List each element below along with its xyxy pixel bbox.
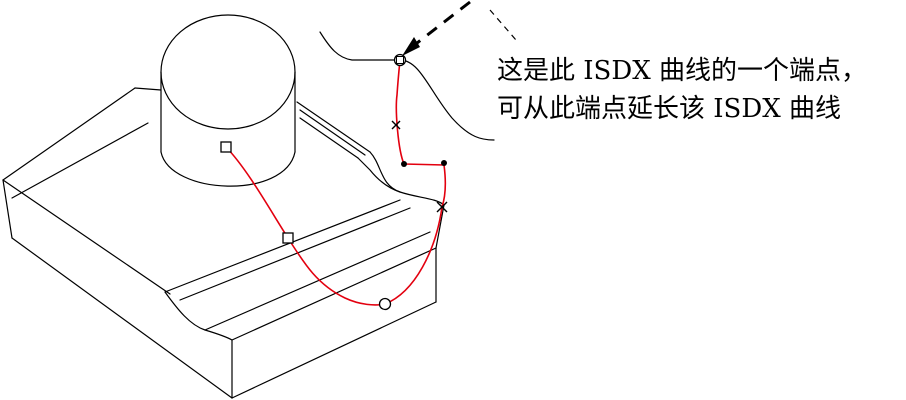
control-point-icon[interactable] <box>401 161 407 167</box>
block-front-bottom-edge <box>11 237 233 399</box>
isdx-curve <box>225 59 447 306</box>
block-left-vertical <box>2 179 13 239</box>
groove-edge-low <box>204 231 431 331</box>
notch-profile <box>369 151 445 206</box>
block-cylinder-tangent <box>134 87 162 91</box>
arrow-head-icon <box>402 37 420 56</box>
curve-endpoint-icon[interactable] <box>393 53 407 67</box>
isdx-curve-extension <box>395 59 447 208</box>
top-face-ridge <box>11 122 149 199</box>
leader-line <box>407 0 471 52</box>
groove-fillet-front <box>164 291 233 341</box>
endpoint-annotation: 这是此 ISDX 曲线的一个端点， 可从此端点延长该 ISDX 曲线 <box>497 52 867 128</box>
free-point-icon[interactable] <box>436 201 448 213</box>
cylinder-base-edge <box>160 151 296 187</box>
cylinder-top-edge <box>160 14 296 130</box>
top-face-ridge-2 <box>299 109 366 156</box>
notch-profile-back <box>357 157 401 193</box>
block-top-left-edge <box>2 87 136 181</box>
groove-edge-top <box>164 199 401 293</box>
block-top-back-edge-2 <box>299 117 359 159</box>
block-right-bottom-edge <box>231 301 437 399</box>
control-point-icon[interactable] <box>441 160 447 166</box>
annotation-line-1: 这是此 ISDX 曲线的一个端点， <box>497 56 867 86</box>
free-point-icon[interactable] <box>391 120 401 130</box>
leader-arrow <box>402 0 517 56</box>
groove-edge-mid <box>179 207 411 301</box>
groove-front-ledge <box>231 247 437 341</box>
block-right-notch-lower <box>435 204 445 249</box>
leader-tail <box>489 9 517 41</box>
solid-model <box>2 14 495 399</box>
soft-point-icon[interactable] <box>378 297 392 311</box>
block-top-back-edge <box>296 101 371 153</box>
isdx-curve-spline <box>225 146 443 306</box>
annotation-line-2: 可从此端点延长该 ISDX 曲线 <box>497 94 841 124</box>
interpolation-point-icon[interactable] <box>220 141 232 153</box>
block-front-top-edge <box>2 179 171 295</box>
interpolation-point-icon[interactable] <box>282 232 294 244</box>
reference-curve <box>319 31 495 141</box>
